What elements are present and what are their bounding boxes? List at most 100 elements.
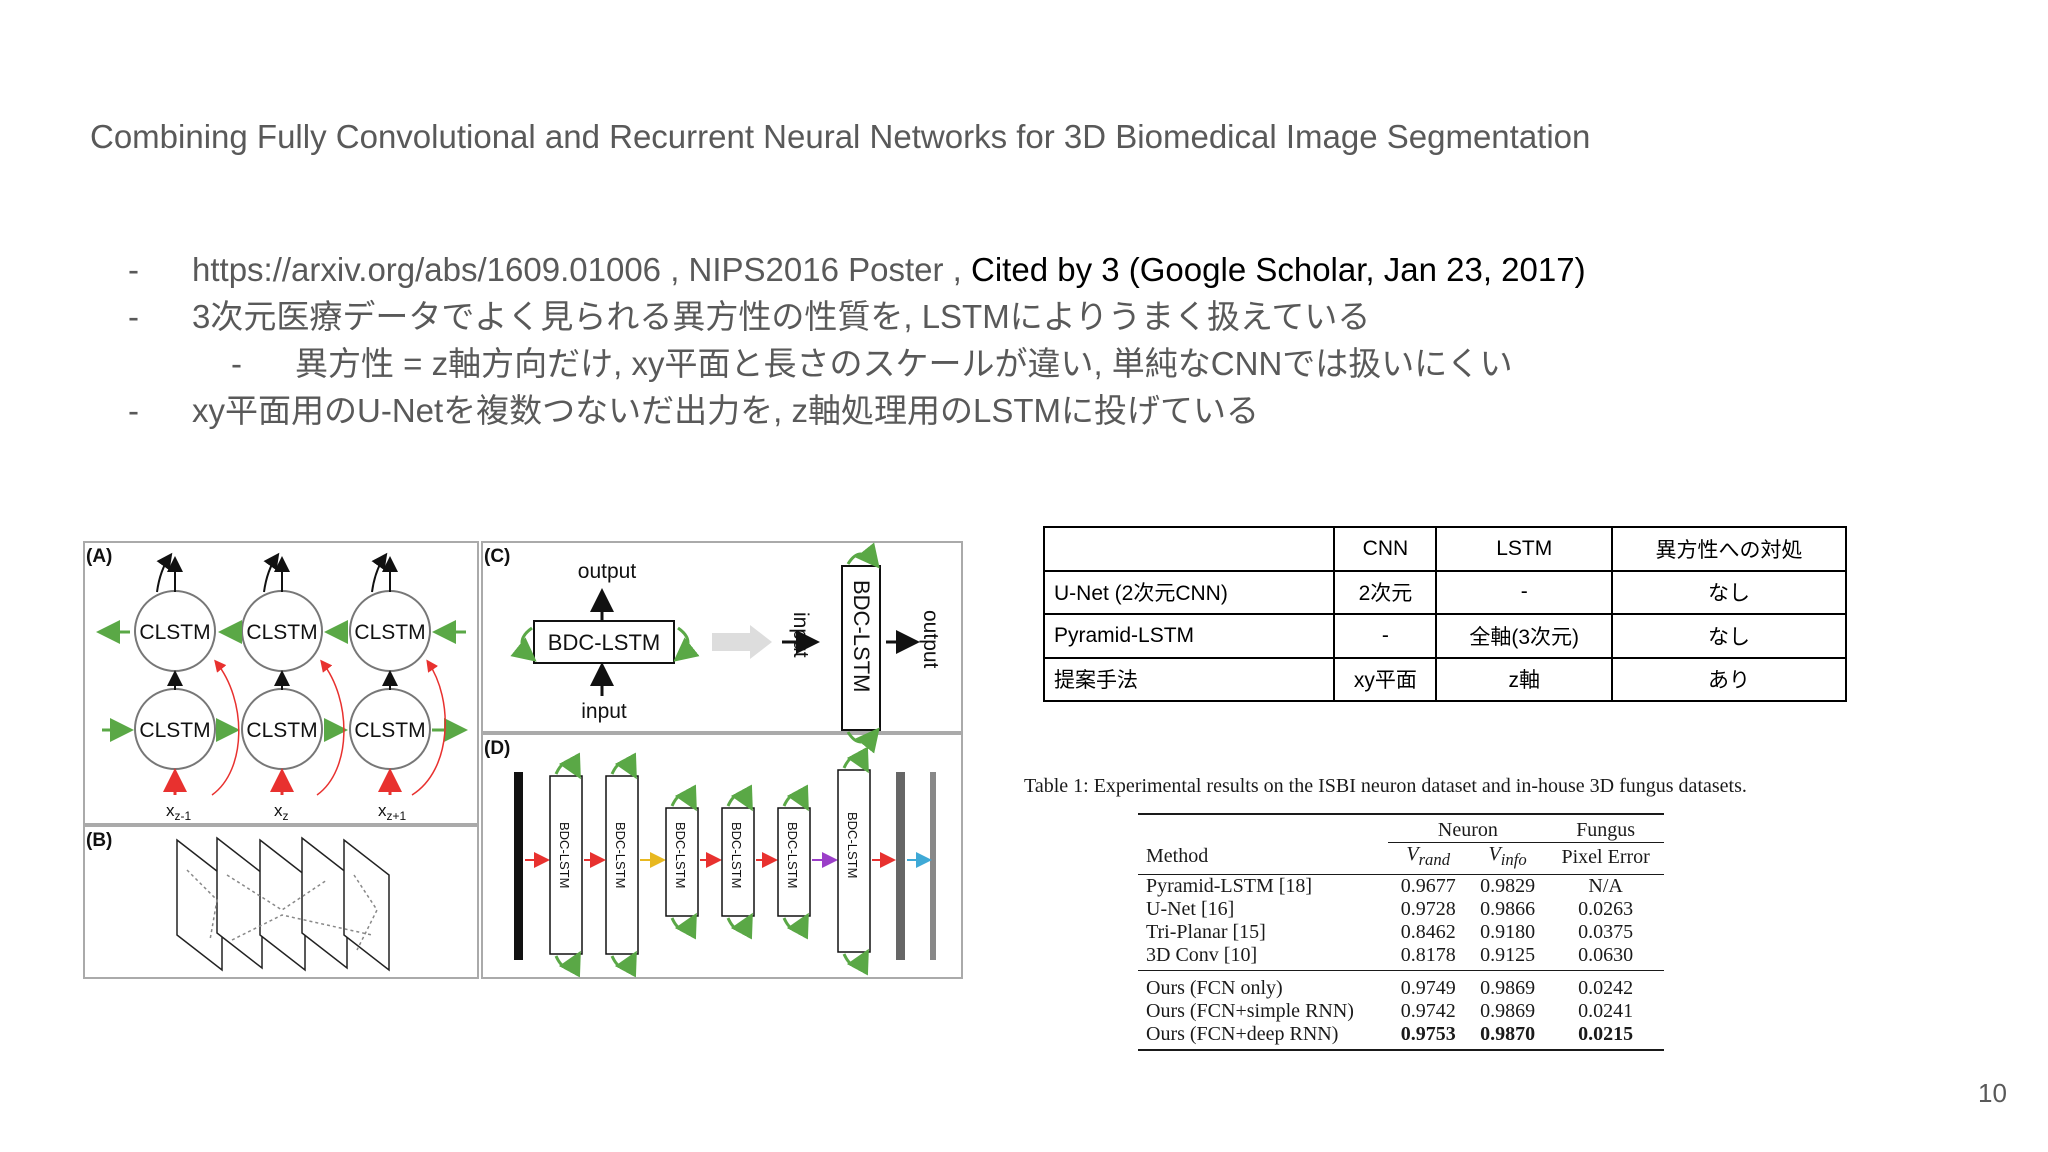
clstm-label: CLSTM	[354, 719, 425, 742]
results-header-cell	[1138, 813, 1389, 843]
table-cell: -	[1333, 613, 1438, 659]
clstm-label: CLSTM	[139, 719, 210, 742]
results-pixel-error: 0.0215	[1547, 1023, 1664, 1051]
output-label: output	[578, 560, 637, 583]
results-method: U-Net [16]	[1146, 898, 1235, 920]
bdc-lstm-block	[549, 775, 583, 955]
clstm-label: CLSTM	[354, 621, 425, 644]
bullet-list: - https://arxiv.org/abs/1609.01006 , NIP…	[128, 246, 1586, 434]
input-label: input	[581, 700, 627, 723]
panel-c-frame	[481, 541, 963, 733]
results-group-fungus: Fungus	[1547, 813, 1664, 843]
table-header-row: CNN LSTM 異方性への対処	[1042, 526, 1848, 572]
table-header-cell: 異方性への対処	[1610, 526, 1848, 572]
citation-text: Cited by 3 (Google Scholar, Jan 23, 2017…	[971, 251, 1586, 288]
results-method: Ours (FCN only)	[1146, 977, 1283, 999]
bdc-lstm-label-vertical: BDC-LSTM	[785, 822, 800, 888]
page-number: 10	[1978, 1078, 2007, 1108]
table-cell: z軸	[1435, 656, 1613, 702]
bdc-lstm-label-vertical: BDC-LSTM	[849, 580, 874, 692]
table-cell: 2次元	[1333, 569, 1438, 615]
table-row: U-Net (2次元CNN) 2次元 - なし	[1042, 569, 1848, 615]
panel-a-clstm-grid: CLSTM CLSTM CLSTM CLSTM CLSTM CLSTM	[96, 552, 468, 823]
bullet-item: - 3次元医療データでよく見られる異方性の性質を, LSTMによりうまく扱えてい…	[128, 293, 1586, 340]
panel-d-label: (D)	[484, 738, 510, 759]
results-group-neuron: Neuron	[1388, 813, 1548, 843]
bdc-lstm-block	[665, 807, 699, 917]
results-caption: Table 1: Experimental results on the ISB…	[1024, 775, 1747, 797]
table-row: 提案手法 xy平面 z軸 あり	[1042, 656, 1848, 702]
results-row: 3D Conv [10] 0.8178 0.9125 0.0630	[1138, 944, 1664, 971]
results-row: Tri-Planar [15] 0.8462 0.9180 0.0375	[1138, 921, 1664, 944]
results-vinfo: 0.9829	[1480, 875, 1536, 897]
bullet-item: - xy平面用のU-Netを複数つないだ出力を, z軸処理用のLSTMに投げてい…	[128, 387, 1586, 434]
slide-title: Combining Fully Convolutional and Recurr…	[90, 118, 1591, 155]
results-vrand: 0.8178	[1388, 944, 1468, 971]
results-header-row: Method Vrand Vinfo Pixel Error	[1138, 842, 1664, 875]
table-header-cell	[1042, 526, 1336, 572]
bullet-subitem: - 異方性 = z軸方向だけ, xy平面と長さのスケールが違い, 単純なCNNで…	[128, 340, 1586, 387]
results-table: Neuron Fungus Method Vrand Vinfo Pixel E…	[1138, 813, 1664, 1051]
bullet-text: 異方性 = z軸方向だけ, xy平面と長さのスケールが違い, 単純なCNNでは扱…	[295, 345, 1513, 382]
panel-a-label: (A)	[86, 546, 112, 567]
results-vinfo: 0.9870	[1467, 1023, 1548, 1051]
results-pixel-error: 0.0241	[1578, 1000, 1634, 1022]
results-pixel-error: 0.0242	[1578, 977, 1634, 999]
bullet-text: https://arxiv.org/abs/1609.01006 , NIPS2…	[192, 251, 972, 288]
results-vrand: 0.9742	[1400, 1000, 1456, 1022]
panel-d-diagram: BDC-LSTM BDC-LSTM BDC-LSTM BDC-LSTM BDC-…	[514, 746, 936, 978]
comparison-table: CNN LSTM 異方性への対処 U-Net (2次元CNN) 2次元 - なし…	[1042, 526, 1848, 702]
results-vrand: 0.9728	[1400, 898, 1456, 920]
table-header-cell: CNN	[1333, 526, 1438, 572]
results-row: U-Net [16] 0.9728 0.9866 0.0263	[1138, 898, 1664, 921]
table-row-label: U-Net (2次元CNN)	[1042, 569, 1336, 615]
bullet-dash: -	[128, 298, 139, 335]
table-cell: xy平面	[1333, 656, 1438, 702]
results-row: Ours (FCN+simple RNN) 0.9742 0.9869 0.02…	[1138, 1000, 1664, 1023]
results-method: Tri-Planar [15]	[1146, 921, 1266, 943]
results-header-pixel-error: Pixel Error	[1547, 842, 1664, 875]
results-header-vinfo: Vinfo	[1467, 842, 1548, 875]
results-row: Ours (FCN+deep RNN) 0.9753 0.9870 0.0215	[1138, 1023, 1664, 1051]
results-group-row: Neuron Fungus	[1138, 813, 1664, 843]
bdc-lstm-label-vertical: BDC-LSTM	[557, 822, 572, 888]
results-vrand: 0.8462	[1400, 921, 1456, 943]
bullet-dash: -	[128, 392, 139, 429]
bullet-dash: -	[231, 345, 242, 382]
bdc-lstm-block	[777, 807, 811, 917]
results-header-vrand: Vrand	[1388, 842, 1468, 875]
results-method: Ours (FCN+deep RNN)	[1138, 1023, 1389, 1051]
table-header-cell: LSTM	[1435, 526, 1613, 572]
table-cell: あり	[1610, 656, 1848, 702]
panel-a-frame	[83, 541, 479, 825]
x-label-prev: xz-1	[166, 801, 191, 823]
bullet-item: - https://arxiv.org/abs/1609.01006 , NIP…	[128, 246, 1586, 293]
clstm-label: CLSTM	[139, 621, 210, 644]
results-method: Pyramid-LSTM [18]	[1146, 875, 1313, 897]
input-label-vertical: input	[789, 612, 812, 658]
x-label-next: xz+1	[378, 801, 407, 823]
results-row: Pyramid-LSTM [18] 0.9677 0.9829 N/A	[1138, 875, 1664, 899]
results-vrand: 0.9753	[1388, 1023, 1468, 1051]
results-vrand: 0.9677	[1400, 875, 1456, 897]
results-pixel-error: N/A	[1588, 875, 1623, 897]
bullet-text: xy平面用のU-Netを複数つないだ出力を, z軸処理用のLSTMに投げている	[192, 392, 1260, 429]
table-cell: なし	[1610, 613, 1848, 659]
panel-d-frame	[481, 733, 963, 979]
results-method: Ours (FCN+simple RNN)	[1146, 1000, 1354, 1022]
panel-b-slices	[176, 836, 390, 972]
results-pixel-error: 0.0263	[1578, 898, 1634, 920]
results-vinfo: 0.9869	[1480, 977, 1536, 999]
clstm-label: CLSTM	[246, 719, 317, 742]
results-vinfo: 0.9125	[1467, 944, 1548, 971]
output-label-vertical: output	[919, 610, 942, 669]
bdc-lstm-label-vertical: BDC-LSTM	[613, 822, 628, 888]
bdc-lstm-label: BDC-LSTM	[548, 630, 660, 655]
panel-b-frame	[83, 825, 479, 979]
panel-c-label: (C)	[484, 546, 510, 567]
results-header-method: Method	[1138, 842, 1389, 875]
table-cell: 全軸(3次元)	[1435, 613, 1613, 659]
bdc-lstm-label-vertical: BDC-LSTM	[673, 822, 688, 888]
results-method: 3D Conv [10]	[1138, 944, 1389, 971]
architecture-figure: (A) (B) (C) (D) CLSTM CLSTM CLSTM CLSTM …	[83, 541, 963, 979]
